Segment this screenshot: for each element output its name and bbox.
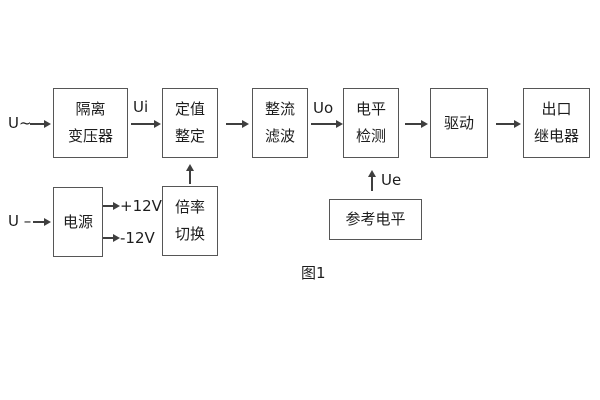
block-label: 定值: [174, 100, 205, 118]
block-label: 驱动: [443, 113, 474, 132]
arrow-ac-input: [30, 120, 51, 127]
signal-ue-label: Ue: [381, 171, 402, 189]
arrow-ue-reference: [368, 170, 375, 191]
arrow-minus12v: [103, 234, 120, 241]
signal-minus12v-label: -12V: [120, 229, 155, 247]
signal-ui-label: Ui: [133, 98, 149, 116]
block-label: 滤波: [264, 127, 295, 145]
arrow-plus12v: [103, 202, 120, 209]
arrow-dc-input: [33, 218, 51, 225]
block-label: 检测: [355, 127, 386, 145]
block-label: 电源: [62, 212, 93, 231]
block-reference-level: 参考电平: [329, 199, 422, 240]
block-label: 继电器: [533, 127, 579, 145]
block-output-relay: 出口 继电器: [523, 88, 590, 158]
arrow-setting-to-rectifier: [226, 120, 249, 127]
block-label: 整定: [174, 127, 205, 145]
block-label: 变压器: [67, 127, 113, 145]
signal-uo-label: Uo: [313, 99, 334, 117]
block-label: 倍率: [174, 198, 205, 216]
arrow-ratio-to-setting: [186, 164, 193, 184]
block-isolation-transformer: 隔离 变压器: [53, 88, 128, 158]
block-label: 隔离: [75, 100, 106, 118]
arrow-uo-signal: [311, 120, 343, 127]
figure-caption: 图1: [301, 264, 326, 282]
block-value-setting: 定值 整定: [162, 88, 218, 158]
block-ratio-switch: 倍率 切换: [162, 186, 218, 256]
block-power-supply: 电源: [53, 187, 103, 257]
arrow-ui-signal: [131, 120, 161, 127]
input-dc-label: U –: [8, 212, 32, 230]
input-ac-label: U~: [8, 114, 32, 132]
signal-plus12v-label: +12V: [120, 197, 162, 215]
block-label: 出口: [541, 100, 572, 118]
block-label: 电平: [355, 100, 386, 118]
arrow-driver-to-relay: [496, 120, 521, 127]
block-label: 切换: [174, 225, 205, 243]
arrow-detection-to-driver: [405, 120, 428, 127]
block-driver: 驱动: [430, 88, 488, 158]
block-label: 参考电平: [345, 210, 406, 228]
block-level-detection: 电平 检测: [343, 88, 399, 158]
block-rectifier-filter: 整流 滤波: [252, 88, 308, 158]
block-label: 整流: [264, 100, 295, 118]
